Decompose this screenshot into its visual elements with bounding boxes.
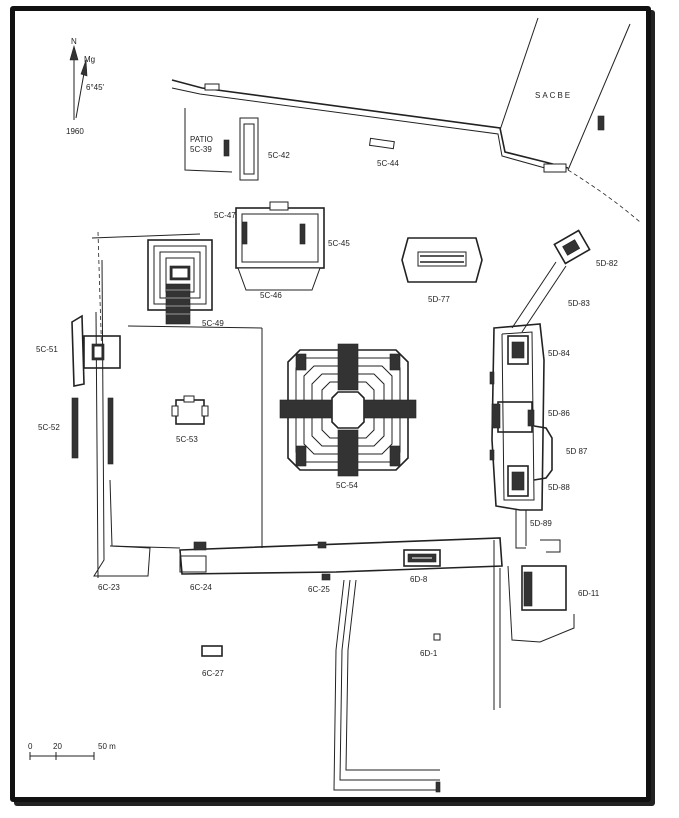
structure-label-5c-53: 5C-53 bbox=[176, 435, 198, 444]
structure-label-5c-51: 5C-51 bbox=[36, 345, 58, 354]
declination-label: 6°45' bbox=[86, 83, 105, 92]
structure-label-5c-47: 5C-47 bbox=[214, 211, 236, 220]
structure-label-5c-45: 5C-45 bbox=[328, 239, 350, 248]
structure-label-6c-27: 6C-27 bbox=[202, 669, 224, 678]
structure-label-5d-89: 5D-89 bbox=[530, 519, 552, 528]
patio-label: PATIO bbox=[190, 135, 213, 144]
magnetic-north-label: Mg bbox=[84, 55, 95, 64]
scale-tick-0: 0 bbox=[28, 742, 33, 751]
structure-label-5d-87: 5D 87 bbox=[566, 447, 588, 456]
structure-label-5c-39: 5C-39 bbox=[190, 145, 212, 154]
north-arrow-icon bbox=[69, 44, 88, 120]
structure-label-5c-46: 5C-46 bbox=[260, 291, 282, 300]
structure-label-5d-84: 5D-84 bbox=[548, 349, 570, 358]
scale-tick-20: 20 bbox=[53, 742, 62, 751]
structure-label-6d-8: 6D-8 bbox=[410, 575, 428, 584]
structure-5c-53 bbox=[171, 395, 209, 425]
structure-5c-49 bbox=[147, 239, 213, 325]
structure-5c-54 bbox=[279, 343, 417, 477]
structure-5c-39 bbox=[184, 108, 233, 173]
north-wall bbox=[171, 79, 569, 173]
structure-label-6c-25: 6C-25 bbox=[308, 585, 330, 594]
structure-label-5d-86: 5D-86 bbox=[548, 409, 570, 418]
structure-5d-82-83 bbox=[511, 229, 591, 333]
structure-6c-24-6d-8 bbox=[179, 537, 503, 793]
structure-5c-42 bbox=[239, 117, 259, 181]
structure-5c-45-46 bbox=[235, 201, 325, 291]
structure-label-6c-24: 6C-24 bbox=[190, 583, 212, 592]
scale-tick-50: 50 m bbox=[98, 742, 116, 751]
structure-label-5c-54: 5C-54 bbox=[336, 481, 358, 490]
structure-label-5d-82: 5D-82 bbox=[596, 259, 618, 268]
sacbe-label: SACBE bbox=[535, 91, 572, 100]
sacbe-causeway bbox=[499, 17, 641, 223]
structure-label-6d-1: 6D-1 bbox=[420, 649, 438, 658]
structure-label-6d-11: 6D-11 bbox=[578, 589, 600, 598]
structure-label-5d-83: 5D-83 bbox=[568, 299, 590, 308]
structure-label-5c-42: 5C-42 bbox=[268, 151, 290, 160]
year-label: 1960 bbox=[66, 127, 84, 136]
structure-6c-27 bbox=[201, 645, 223, 657]
structure-5d-77 bbox=[401, 237, 483, 283]
structure-5c-51 bbox=[71, 314, 121, 387]
structure-label-6c-23: 6C-23 bbox=[98, 583, 120, 592]
structure-label-5c-52: 5C-52 bbox=[38, 423, 60, 432]
structure-5c-44 bbox=[368, 137, 395, 150]
structure-label-5c-44: 5C-44 bbox=[377, 159, 399, 168]
structure-label-5d-77: 5D-77 bbox=[428, 295, 450, 304]
structure-5d-84-88 bbox=[489, 323, 553, 549]
west-boundary bbox=[71, 231, 263, 579]
structure-6d-1 bbox=[433, 633, 441, 641]
structure-label-5c-49: 5C-49 bbox=[202, 319, 224, 328]
north-label: N bbox=[71, 37, 77, 46]
scale-bar bbox=[29, 752, 95, 760]
structure-6d-11 bbox=[507, 539, 575, 643]
structure-label-5d-88: 5D-88 bbox=[548, 483, 570, 492]
